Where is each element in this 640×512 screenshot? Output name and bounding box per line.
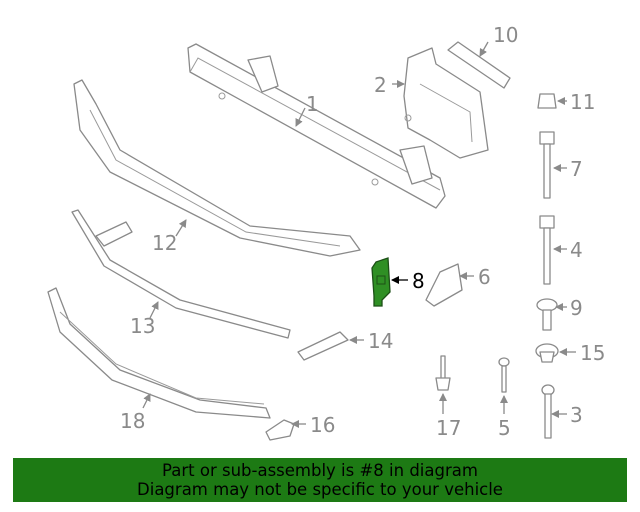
callout-14: 14 [368, 329, 393, 353]
callout-15: 15 [580, 341, 605, 365]
banner-line-2: Diagram may not be specific to your vehi… [137, 480, 503, 499]
callout-17: 17 [436, 416, 461, 440]
part-13-lower-strip [71, 209, 291, 339]
part-2-bracket [403, 47, 489, 159]
callout-6: 6 [478, 265, 491, 289]
exploded-parts-diagram: 1 2 3 4 5 6 7 8 9 10 11 12 13 14 15 16 1… [47, 23, 605, 441]
leader-lines [142, 41, 576, 428]
callout-8: 8 [412, 269, 425, 293]
part-11-nut [537, 93, 557, 109]
callout-12: 12 [152, 231, 177, 255]
info-banner: Part or sub-assembly is #8 in diagram Di… [13, 458, 627, 502]
part-12-energy-absorber [73, 79, 361, 257]
callout-10: 10 [493, 23, 518, 47]
part-16-clip [265, 419, 295, 441]
part-4-bolt [539, 215, 555, 285]
part-7-long-bolt [539, 131, 555, 199]
part-6-guide [425, 263, 463, 307]
part-1-reinforcement-bar [187, 43, 446, 209]
part-8-highlighted-bracket [371, 257, 391, 307]
callout-4: 4 [570, 238, 583, 262]
callout-3: 3 [570, 403, 583, 427]
part-10-trim-bracket [447, 41, 511, 89]
callout-5: 5 [498, 416, 511, 440]
part-18-lower-carrier [47, 287, 271, 419]
callout-7: 7 [570, 157, 583, 181]
part-15-nut [535, 343, 559, 363]
callout-16: 16 [310, 413, 335, 437]
callout-11: 11 [570, 90, 595, 114]
callout-2: 2 [374, 73, 387, 97]
callout-9: 9 [570, 296, 583, 320]
part-3-bolt [541, 384, 555, 439]
callout-1: 1 [306, 92, 319, 116]
part-17-clip [435, 355, 451, 391]
banner-line-1: Part or sub-assembly is #8 in diagram [162, 461, 478, 480]
callout-13: 13 [130, 314, 155, 338]
part-5-push-pin [498, 357, 510, 393]
part-14-trim-piece [297, 331, 349, 361]
callout-18: 18 [120, 409, 145, 433]
part-9-bolt [536, 298, 558, 331]
